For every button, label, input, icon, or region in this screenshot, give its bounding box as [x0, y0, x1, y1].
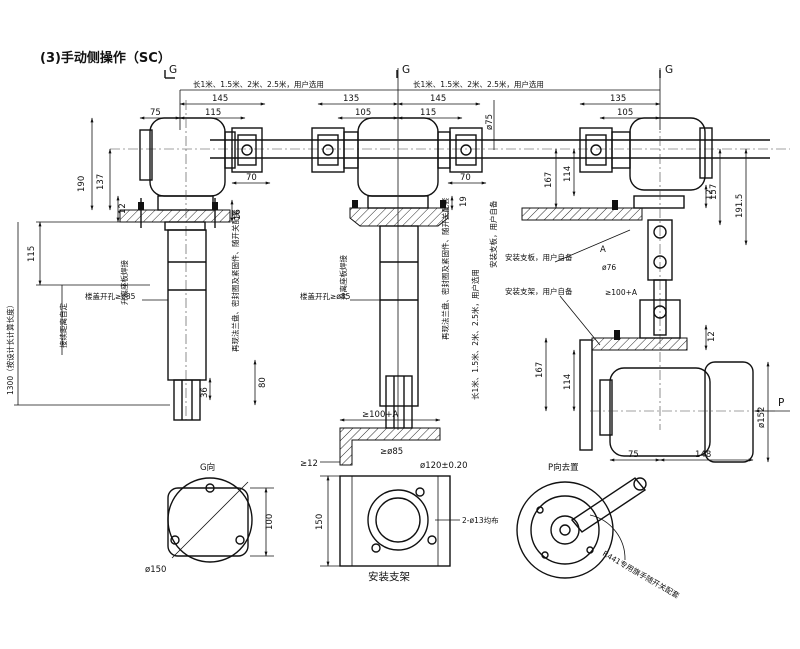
- seal-note-left: 升离座板焊接: [119, 260, 129, 305]
- g-view-label: G向: [200, 462, 215, 473]
- section-mark-g1: G: [169, 64, 177, 76]
- right-dims: 167 114 157 191.5 12 12 167 114 ø152 75 …: [535, 148, 790, 463]
- horizontal-dims: 145 75 115 135 105 145 115 135 105 ø75: [139, 94, 661, 150]
- dim-1300: 1300（按设计长计算长度）: [5, 301, 15, 395]
- bracket-view: ≥100+A ≥12 ≥ø85 ø120±0.20 150 2-ø13均布 安装…: [300, 410, 499, 583]
- dim-16: 16: [233, 209, 243, 220]
- dim-75-bottom: 75: [628, 450, 639, 460]
- dim-135-mid: 135: [343, 94, 359, 104]
- dim-150-bracket: 150: [315, 514, 325, 530]
- dim-12-right: 12: [705, 189, 715, 200]
- dim-105-right: 105: [617, 108, 633, 118]
- flange-note-mid: 再现法兰盘、密封圈及紧固件、随开关配套: [440, 197, 450, 340]
- dim-114-top: 114: [563, 166, 573, 182]
- left-vertical-dims: 190 137 115 1300（按设计长计算长度） 80 36 16 12 7…: [5, 117, 271, 406]
- dim-115-left: 115: [205, 108, 221, 118]
- horizontal-shaft: [110, 139, 790, 159]
- p-view-label: P向去置: [548, 462, 579, 473]
- dim-100a-bracket: ≥100+A: [362, 410, 398, 420]
- holes-note: 2-ø13均布: [462, 515, 499, 525]
- gearbox-right-bottom: [579, 299, 775, 463]
- top-dimension-chain: 长1米、1.5米、2米、2.5米，用户选用 长1米、1.5米、2米、2.5米，用…: [164, 64, 673, 430]
- dim-145-mid: 145: [430, 94, 446, 104]
- dim-115-mid: 115: [420, 108, 436, 118]
- dim-137: 137: [96, 174, 106, 190]
- length-note-right: 长1米、1.5米、2米、2.5米，用户选用: [413, 79, 544, 89]
- dim-105-mid: 105: [355, 108, 371, 118]
- dim-191-5: 191.5: [735, 194, 745, 218]
- floor-note: 接续距离自定: [58, 303, 68, 348]
- dim-190: 190: [77, 176, 87, 192]
- gearbox-left: [119, 100, 263, 420]
- bracket-note-support: 安装支架，用户自备: [505, 286, 573, 296]
- section-mark-g2: G: [402, 64, 410, 76]
- dim-115-vertical: 115: [27, 246, 37, 262]
- dim-100-g: 100: [265, 514, 275, 530]
- length-note-left: 长1米、1.5米、2米、2.5米，用户选用: [193, 79, 324, 89]
- g-view: G向 100 ø150: [145, 462, 275, 575]
- dim-12-bracket: ≥12: [300, 459, 318, 469]
- middle-notes: 楼盖开孔≥ø85 升离座板焊接 再现法兰盘、密封圈及紧固件、随开关配套 70 1…: [300, 173, 487, 340]
- dim-145-left: 145: [212, 94, 228, 104]
- dim-12-lower: 12: [707, 331, 717, 342]
- dim-phi75: ø75: [485, 114, 495, 130]
- left-notes: 楼盖开孔≥ø85 接续距离自定 升离座板焊接 再现法兰盘、密封圈及紧固件、随开关…: [58, 209, 240, 355]
- length-note-vertical: 长1米、1.5米、2米、2.5米，用户选用: [470, 269, 480, 400]
- p-view: P向去置 R441专用旗手随开关配套: [516, 462, 682, 600]
- p-arrow-label: P: [778, 397, 784, 409]
- section-mark-g3: G: [665, 64, 673, 76]
- dim-phi152: ø152: [757, 407, 767, 428]
- hole-note-left: 楼盖开孔≥ø85: [85, 291, 136, 301]
- dim-70-mid: 70: [460, 173, 471, 183]
- dim-75-left: 75: [150, 108, 161, 118]
- dim-phi150: ø150: [145, 565, 166, 575]
- gearbox-middle: [311, 100, 483, 430]
- dim-167-top: 167: [544, 172, 554, 188]
- gearbox-right-top: [521, 100, 713, 430]
- dim-148: 148: [695, 450, 711, 460]
- bracket-note-plate: 安装支板，用户自备: [488, 200, 498, 268]
- drawing-title: (3)手动侧操作（SC）: [40, 50, 171, 66]
- flange-note-left: 再现法兰盘、密封圈及紧固件、随开关配套: [230, 209, 240, 352]
- dim-167-bottom: 167: [535, 362, 545, 378]
- vertical-shaft-left: [167, 229, 207, 421]
- bracket-caption: 安装支架: [368, 570, 410, 583]
- dim-12-left: 12: [118, 203, 128, 214]
- dim-phi76: ø76: [602, 263, 616, 272]
- dim-114-bottom: 114: [563, 374, 573, 390]
- dim-phi85: ≥ø85: [380, 447, 403, 457]
- right-notes: 长1米、1.5米、2米、2.5米，用户选用 安装支板，用户自备 安装支板，用户自…: [470, 200, 638, 400]
- dim-100a-right: ≥100+A: [605, 288, 638, 297]
- dim-19: 19: [459, 196, 469, 207]
- dim-36: 36: [200, 387, 210, 398]
- dim-70-left: 70: [246, 173, 257, 183]
- a-mark: A: [600, 245, 606, 255]
- dim-80: 80: [258, 377, 268, 388]
- dim-157: 157: [709, 184, 719, 200]
- bracket-note-plate-h: 安装支板，用户自备: [505, 252, 573, 262]
- handle-note: R441专用旗手随开关配套: [601, 548, 682, 600]
- hole-note-mid: 楼盖开孔≥ø85: [300, 291, 351, 301]
- dim-135-right: 135: [610, 94, 626, 104]
- seal-note-mid: 升离座板焊接: [338, 255, 348, 300]
- dim-phi120: ø120±0.20: [420, 461, 467, 471]
